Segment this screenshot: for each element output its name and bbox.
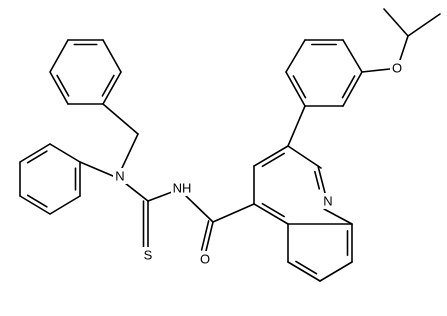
atom-s-thio-label: S [144, 248, 153, 263]
bond-quinoline-ring [317, 165, 326, 194]
bond-benzyl-ring-double [56, 74, 70, 97]
bond-quinoline-ring-double [314, 170, 321, 190]
bond-n-phenyl-ring-double [26, 150, 48, 164]
bond-quinoline-ring [323, 208, 353, 225]
atom-s-thio: S [141, 247, 155, 263]
bond-benzyl-ring [49, 71, 69, 105]
bond-c-nh [147, 191, 173, 202]
atom-n-amine-label: N [115, 169, 124, 184]
bond-quinoline-ring [287, 145, 322, 169]
atom-o-ether: O [390, 60, 404, 76]
bond-quinoline-ring [253, 203, 289, 225]
bond-ch-methyl [383, 8, 409, 37]
bond-n-phenyl-ring-double [26, 194, 48, 208]
bond-layer [19, 8, 441, 282]
bond-benzo-ring [319, 261, 353, 282]
bond-aryl-ring [342, 71, 363, 107]
bond-quinoline-aryl [287, 105, 306, 147]
bond-aryl-ring [342, 39, 363, 73]
bond-benzyl-ring [49, 39, 69, 73]
bond-quinoline-ring [253, 145, 289, 167]
bond-n-c [124, 182, 149, 202]
bond-benzo-ring-double [295, 260, 318, 275]
bond-c-o-double [200, 220, 210, 251]
bond-benzyl-ring [102, 39, 122, 73]
atom-n-quinoline-label: N [323, 194, 332, 209]
bond-quinoline-ring-double [261, 152, 285, 168]
atom-o-carbonyl: O [198, 251, 212, 267]
bond-n-phenyl-ring [49, 143, 81, 163]
bond-aryl-o [361, 68, 391, 73]
atom-n-quinoline: N [321, 193, 335, 209]
atom-label-layer: N NH N S O O [113, 60, 404, 267]
bond-benzyl-ring-double [101, 74, 115, 97]
bond-aryl-ring-double [341, 75, 356, 99]
bond-n-phenyl-ring [19, 143, 51, 163]
bond-ch2-n [121, 133, 139, 169]
bond-n-phenyl-ring [19, 195, 51, 215]
bond-quinoline-ring-double [261, 202, 285, 218]
bond-phenyl-n [79, 161, 114, 177]
bond-aryl-ring [285, 39, 306, 73]
bond-benzyl-ring [102, 71, 122, 105]
atom-n-amide-label: NH [173, 181, 192, 196]
atom-n-amide: NH [171, 180, 193, 196]
atom-o-carbonyl-label: O [200, 252, 210, 267]
bond-aryl-ring [285, 71, 306, 107]
atom-n-amine: N [113, 168, 127, 184]
bond-aryl-ring-double [292, 75, 307, 99]
bond-o-ch [399, 35, 409, 61]
bond-benzyl-ch2 [102, 103, 139, 135]
bond-c-o [205, 221, 214, 252]
bond-ch-methyl [407, 13, 441, 37]
atom-o-ether-label: O [392, 61, 402, 76]
bond-n-phenyl-ring [49, 195, 81, 215]
bond-benzo-ring [287, 261, 321, 282]
bond-nh-c [185, 195, 214, 223]
bond-c-quinoline [212, 203, 255, 223]
